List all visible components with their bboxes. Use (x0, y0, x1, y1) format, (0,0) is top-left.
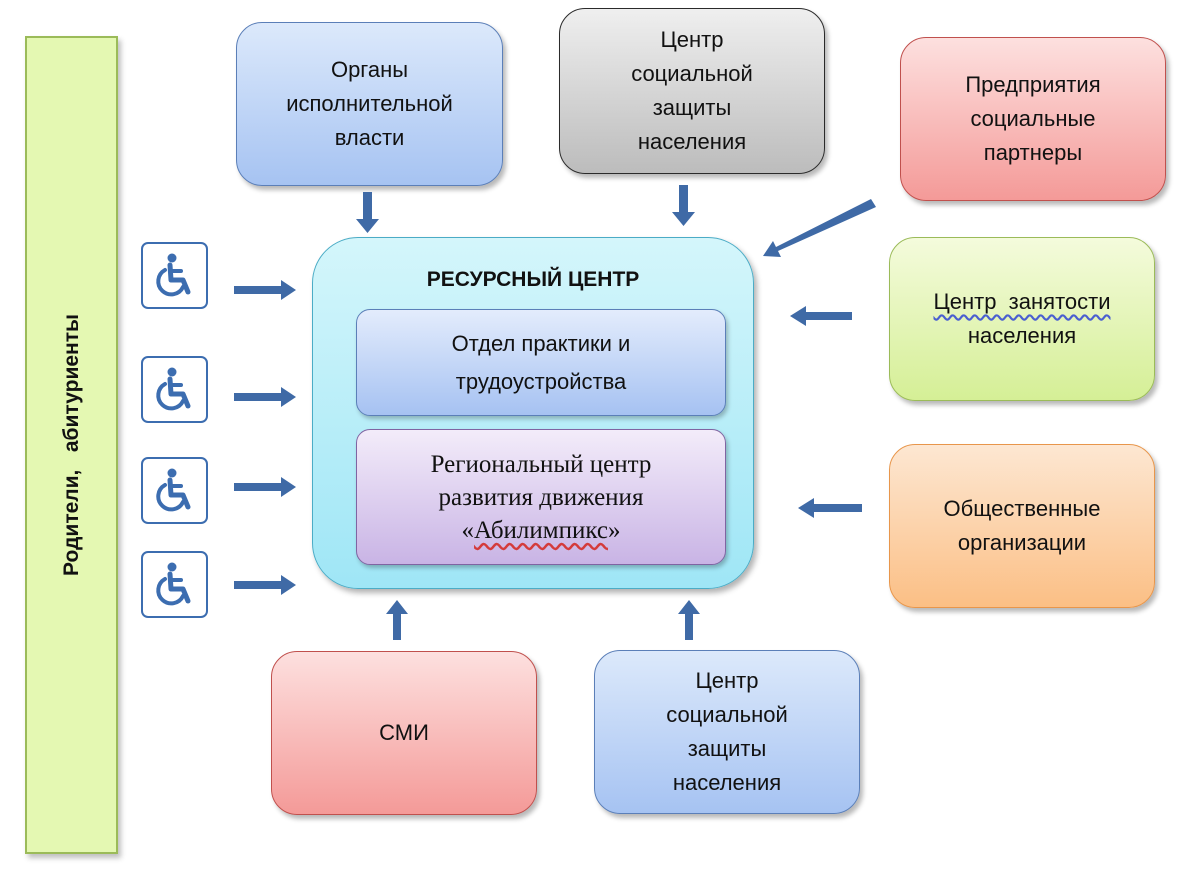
arrow-left-employment (790, 306, 852, 326)
public-organizations-box: Общественные организации (889, 444, 1155, 608)
box-line: «Абилимпикс» (462, 514, 621, 547)
social-protection-bottom-box: Центр социальной защиты населения (594, 650, 860, 814)
box-line: Отдел практики и (451, 330, 631, 356)
wheelchair-icon (141, 457, 208, 524)
box-line: власти (334, 125, 405, 150)
arrow-right-wheelchair-1 (234, 280, 296, 300)
quote-close: » (607, 516, 621, 544)
arrow-right-wheelchair-2 (234, 387, 296, 407)
box-line: населения (967, 323, 1077, 348)
resource-center-title: РЕСУРСНЫЙ ЦЕНТР (426, 268, 640, 291)
box-line: СМИ (379, 720, 429, 745)
box-line: Центр (695, 668, 759, 693)
resource-center-box: РЕСУРСНЫЙ ЦЕНТР Отдел практики и трудоус… (312, 237, 754, 589)
wheelchair-icon (141, 242, 208, 309)
arrow-up-media (386, 600, 408, 640)
box-line: Предприятия (965, 72, 1101, 97)
box-line: Органы (330, 57, 409, 82)
arrow-left-public-orgs (798, 498, 862, 518)
box-line: защиты (687, 736, 767, 761)
media-box: СМИ (271, 651, 537, 815)
abilympics-center-box: Региональный центр развития движения «Аб… (356, 429, 726, 565)
parents-applicants-bar: Родители, абитуриенты (25, 36, 118, 854)
social-partners-box: Предприятия социальные партнеры (900, 37, 1166, 201)
employment-center-box: Центр занятости населения (889, 237, 1155, 401)
arrow-right-wheelchair-4 (234, 575, 296, 595)
arrow-right-wheelchair-3 (234, 477, 296, 497)
box-line: исполнительной (286, 91, 453, 116)
arrow-diag-partners (763, 199, 876, 257)
box-line: организации (957, 530, 1087, 555)
practice-department-box: Отдел практики и трудоустройства (356, 309, 726, 416)
box-line: трудоустройства (455, 368, 627, 394)
abilympics-word: Абилимпикс (474, 516, 608, 544)
box-line: социальные (970, 106, 1096, 131)
quote-open: « (461, 516, 475, 544)
executive-authorities-box: Органы исполнительной власти (236, 22, 503, 186)
arrow-down-executive (356, 192, 379, 233)
wheelchair-icon (141, 356, 208, 423)
box-line: населения (637, 129, 747, 154)
box-line: развития движения (438, 483, 644, 511)
box-line: населения (672, 770, 782, 795)
box-line: защиты (652, 95, 732, 120)
box-line: Центр (660, 27, 724, 52)
box-line: Общественные (943, 496, 1101, 521)
box-line: Центр занятости (933, 289, 1111, 314)
arrow-down-social-top (672, 185, 695, 226)
box-line: социальной (631, 61, 753, 86)
wheelchair-icon (141, 551, 208, 618)
box-line: Региональный центр (430, 450, 652, 478)
arrow-up-social-bottom (678, 600, 700, 640)
social-protection-top-box: Центр социальной защиты населения (559, 8, 825, 174)
box-line: социальной (666, 702, 788, 727)
box-line: партнеры (983, 140, 1083, 165)
